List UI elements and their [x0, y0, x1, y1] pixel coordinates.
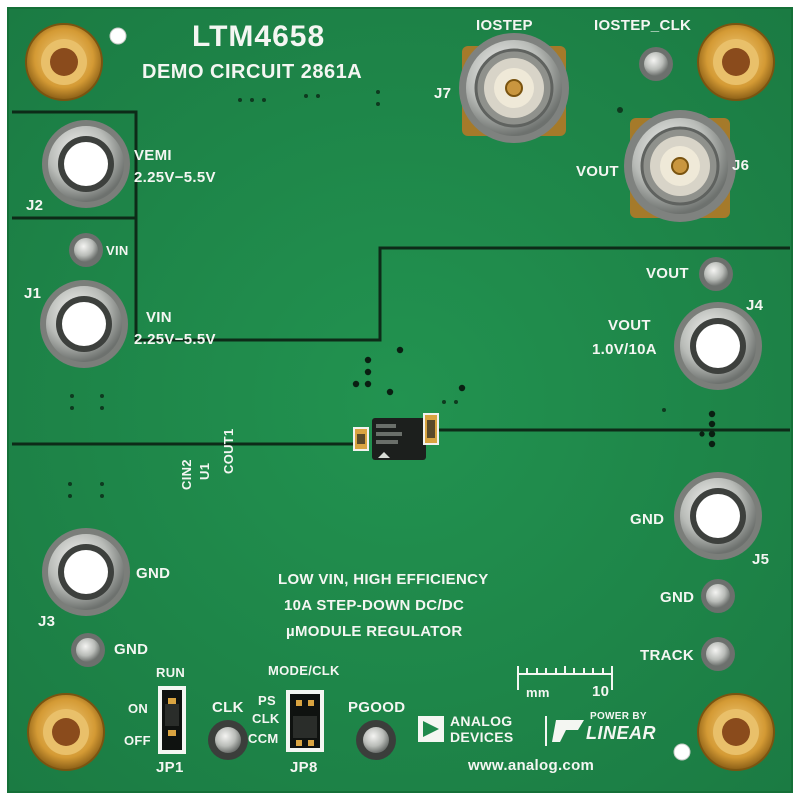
jp1-off: OFF [124, 733, 151, 748]
banana-jack-j5 [674, 472, 762, 560]
j1-ref: J1 [24, 285, 42, 302]
jp8-option-ccm: CCM [248, 731, 279, 746]
module-u1 [372, 418, 426, 460]
track-label: TRACK [640, 647, 694, 664]
vout-turret-label: VOUT [646, 265, 689, 282]
cin2-ref: CIN2 [179, 459, 194, 490]
vemi-range: 2.25V−5.5V [134, 169, 216, 186]
clk-label: CLK [212, 699, 244, 716]
j3-ref: J3 [38, 613, 56, 630]
banana-jack-j1 [40, 280, 128, 368]
mounting-hole-bottom-right [697, 693, 775, 771]
j7-ref: J7 [434, 85, 452, 102]
turret-gnd-left [71, 633, 105, 667]
banana-jack-j2 [42, 120, 130, 208]
jumper-jp8 [286, 690, 324, 752]
description-line-1: LOW VIN, HIGH EFFICIENCY [278, 571, 489, 588]
j2-ref: J2 [26, 197, 44, 214]
turret-pgood [356, 720, 396, 760]
vemi-label: VEMI [134, 147, 172, 164]
turret-iostep-clk [639, 47, 673, 81]
jp8-title: MODE/CLK [268, 663, 340, 678]
mounting-hole-bottom-left [27, 693, 105, 771]
jp8-option-ps: PS [258, 693, 276, 708]
linear-logo-bottom: LINEAR [586, 723, 656, 743]
iostep-label: IOSTEP [476, 17, 533, 34]
turret-vout [699, 257, 733, 291]
banana-jack-j3 [42, 528, 130, 616]
linear-logo-icon [552, 720, 584, 742]
vin-turret-label: VIN [106, 243, 129, 258]
vout-label: VOUT [608, 317, 651, 334]
description-line-3: µMODULE REGULATOR [286, 623, 463, 640]
j5-ref: J5 [752, 551, 770, 568]
analog-logo-line-1: ANALOG [450, 713, 513, 729]
cout1-ref: COUT1 [221, 428, 236, 474]
turret-vin [69, 233, 103, 267]
vin-range: 2.25V−5.5V [134, 331, 216, 348]
j4-ref: J4 [746, 297, 764, 314]
scale-value: 10 [592, 683, 610, 700]
scale-bar [517, 666, 613, 690]
website: www.analog.com [468, 757, 595, 774]
mounting-hole-top-left [25, 23, 103, 101]
turret-clk [208, 720, 248, 760]
jp1-title: RUN [156, 665, 186, 680]
j6-ref: J6 [732, 157, 750, 174]
bnc-connector-vout [624, 110, 736, 222]
jp8-ref: JP8 [290, 759, 318, 776]
jp1-on: ON [128, 701, 149, 716]
gnd-turret-right-label: GND [660, 589, 695, 606]
vout-bnc-label: VOUT [576, 163, 619, 180]
gnd-j5-label: GND [630, 511, 665, 528]
jp8-option-clk: CLK [252, 711, 280, 726]
description-line-2: 10A STEP-DOWN DC/DC [284, 597, 465, 614]
mounting-hole-top-right [697, 23, 775, 101]
scale-unit: mm [526, 685, 550, 700]
bnc-connector-iostep [459, 33, 569, 143]
jp1-ref: JP1 [156, 759, 184, 776]
iostep-clk-label: IOSTEP_CLK [594, 17, 692, 34]
u1-ref: U1 [197, 462, 212, 480]
banana-jack-j4 [674, 302, 762, 390]
vout-rating: 1.0V/10A [592, 341, 657, 358]
pgood-label: PGOOD [348, 699, 406, 716]
board-title: LTM4658 [192, 20, 326, 53]
gnd-j3-label: GND [136, 565, 171, 582]
vin-label: VIN [146, 309, 172, 326]
linear-logo-top: POWER BY [590, 711, 647, 722]
board-subtitle: DEMO CIRCUIT 2861A [142, 61, 363, 83]
jumper-jp1 [158, 686, 186, 754]
gnd-turret-left-label: GND [114, 641, 149, 658]
analog-logo-line-2: DEVICES [450, 729, 514, 745]
turret-gnd-right [701, 579, 735, 613]
turret-track [701, 637, 735, 671]
